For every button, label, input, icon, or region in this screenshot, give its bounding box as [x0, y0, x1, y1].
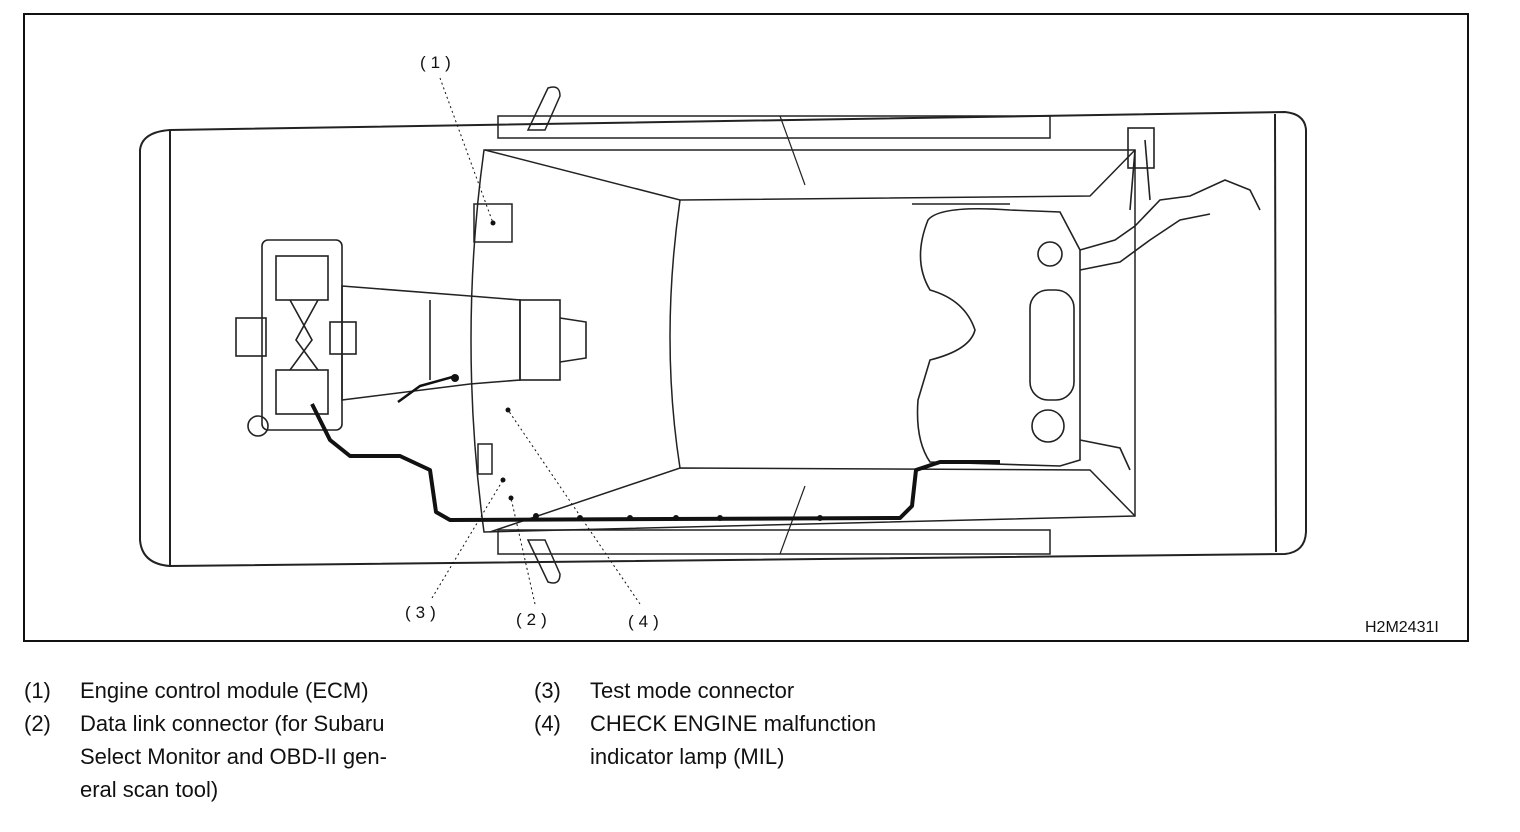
legend: (1) Engine control module (ECM) (2) Data…	[0, 674, 1520, 824]
legend-text: CHECK ENGINE malfunction indicator lamp …	[590, 711, 877, 769]
legend-item: (1) Engine control module (ECM)	[24, 674, 494, 707]
vehicle-layout-figure: (1) (3) (2) (4) H2M2431I	[23, 13, 1469, 642]
legend-number: (3)	[534, 678, 561, 703]
car-body-outline	[139, 86, 1307, 584]
callout-4: (4)	[628, 612, 664, 631]
legend-item: (3) Test mode connector	[534, 674, 1004, 707]
mil-point	[505, 407, 511, 413]
connector-box	[477, 443, 493, 475]
legend-item: (2) Data link connector (for Subaru Sele…	[24, 707, 494, 806]
wiring-harness	[310, 374, 1000, 522]
legend-column-left: (1) Engine control module (ECM) (2) Data…	[24, 674, 494, 806]
callout-1: (1)	[420, 53, 456, 72]
ecm-point	[490, 220, 496, 226]
legend-column-right: (3) Test mode connector (4) CHECK ENGINE…	[534, 674, 1004, 773]
legend-number: (2)	[24, 711, 51, 736]
legend-text: Engine control module (ECM)	[80, 678, 369, 703]
vehicle-diagram: (1) (3) (2) (4) H2M2431I	[23, 13, 1469, 642]
fuel-tank-assembly	[912, 127, 1261, 471]
legend-item: (4) CHECK ENGINE malfunction indicator l…	[534, 707, 1004, 773]
data-link-point	[508, 495, 514, 501]
legend-text: Test mode connector	[590, 678, 795, 703]
legend-number: (4)	[534, 711, 561, 736]
figure-frame	[23, 13, 1469, 642]
leader-lines	[431, 77, 641, 605]
ecm-box	[473, 203, 513, 243]
legend-text: Data link connector (for Subaru Select M…	[80, 711, 387, 802]
harness-connectors	[451, 374, 823, 521]
figure-code: H2M2431I	[1365, 619, 1439, 636]
callout-3: (3)	[405, 603, 441, 622]
engine-transmission	[235, 239, 587, 437]
callout-2: (2)	[516, 610, 552, 629]
legend-number: (1)	[24, 678, 51, 703]
test-mode-point	[500, 477, 506, 483]
